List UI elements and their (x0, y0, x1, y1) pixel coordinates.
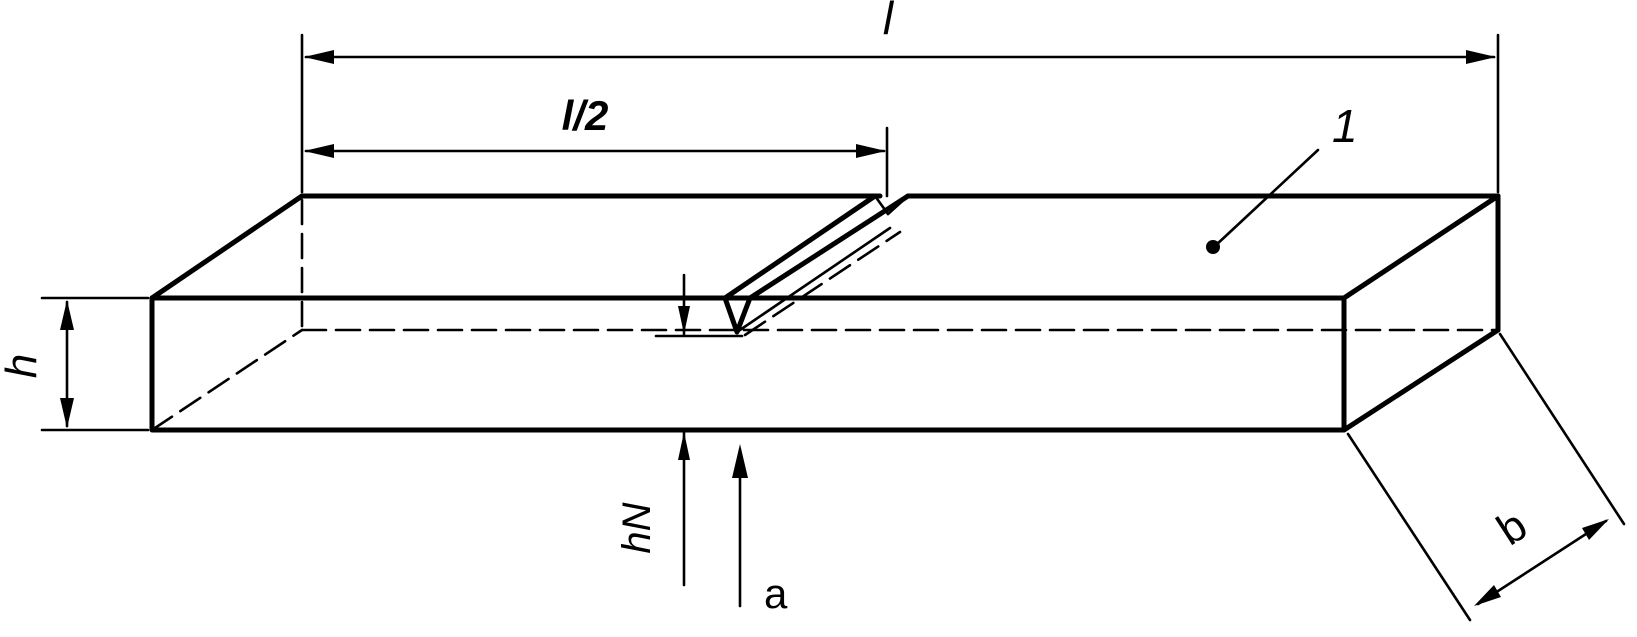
arrowhead-down (678, 306, 690, 334)
arrowhead-right (856, 144, 886, 158)
front-face (149, 295, 1347, 433)
left-top-slant (149, 193, 305, 301)
arrowhead-left (304, 144, 334, 158)
dimension-width: b (1346, 332, 1626, 622)
notch-back-top (873, 194, 890, 216)
label-height: h (0, 354, 46, 378)
arrowhead-front (1474, 585, 1501, 606)
label-half-length: l/2 (562, 92, 609, 139)
label-part-number: 1 (1332, 100, 1358, 152)
arrowhead-back (1582, 519, 1609, 540)
dimension-length: l (300, 0, 1500, 194)
label-notch-direction: a (764, 570, 788, 617)
hidden-left-bottom-slant (150, 328, 304, 432)
notch-root-hidden (743, 230, 902, 337)
arrowhead-bottom (60, 398, 74, 428)
label-width: b (1488, 501, 1535, 555)
extension-line-front (1346, 432, 1472, 622)
dimension-height: h (0, 296, 150, 432)
right-top-slant (1341, 193, 1501, 301)
strike-arrowhead (732, 444, 748, 478)
dimension-line-width (1476, 519, 1608, 606)
part-callout: 1 (1206, 100, 1358, 254)
dimension-half-length: l/2 (304, 92, 889, 198)
notch-root-line (735, 226, 892, 334)
leader-dot (1206, 240, 1220, 254)
strike-direction: a (732, 444, 788, 617)
label-length: l (883, 0, 895, 44)
leader-line (1213, 148, 1320, 248)
v-notch (722, 193, 911, 337)
label-notch-height: hN (615, 502, 659, 553)
right-bottom-slant (1341, 327, 1501, 433)
arrowhead-right (1466, 50, 1496, 64)
notch-left-flank (722, 193, 878, 301)
notch-right-flank (747, 193, 911, 301)
arrowhead-left (304, 50, 334, 64)
extension-line-back (1498, 332, 1626, 526)
arrowhead-up (678, 432, 690, 460)
notch-back-top-2 (886, 194, 910, 216)
arrowhead-top (60, 300, 74, 330)
dimension-notch-height: hN (615, 273, 744, 587)
